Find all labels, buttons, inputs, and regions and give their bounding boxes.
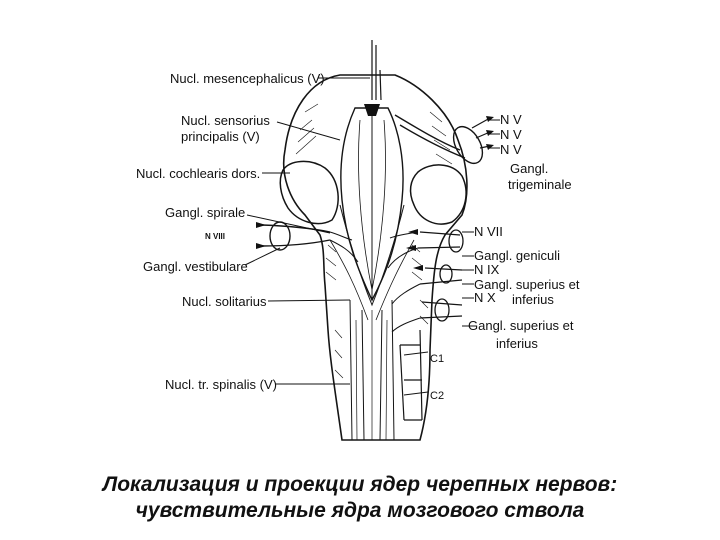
figure-caption: Локализация и проекции ядер черепных нер… [0,472,720,524]
label-c2: C2 [430,390,444,402]
label-nucl-sensorius-line1: Nucl. sensorius [181,113,270,128]
label-nucl-solitarius: Nucl. solitarius [182,294,267,309]
label-n-v-2: N V [500,127,522,142]
leader-lines [244,77,500,385]
label-c1: C1 [430,353,444,365]
caption-line-2: чувствительные ядра мозгового ствола [135,499,585,522]
label-gangl-superius-2-line2: inferius [496,336,538,351]
caption-line-1: Локализация и проекции ядер черепных нер… [102,473,618,496]
label-n-v-3: N V [500,142,522,157]
label-n-x: N X [474,290,496,305]
label-gangl-superius-2-line1: Gangl. superius et [468,318,574,333]
label-n-ix: N IX [474,262,500,277]
label-n-vii: N VII [474,224,503,239]
label-gangl-vestibulare: Gangl. vestibulare [143,259,248,274]
label-nucl-sensorius-line2: principalis (V) [181,129,260,144]
label-n-viii: N VIII [205,232,225,241]
label-n-v-1: N V [500,112,522,127]
brainstem-illustration [256,40,494,441]
label-nucl-mesencephalicus: Nucl. mesencephalicus (V) [170,71,325,86]
label-gangl-geniculi: Gangl. geniculi [474,248,560,263]
label-gangl-trigeminale-line2: trigeminale [508,177,572,192]
label-gangl-superius-1-line2: inferius [512,292,554,307]
label-nucl-cochlearis: Nucl. cochlearis dors. [136,166,260,181]
label-gangl-spirale: Gangl. spirale [165,205,245,220]
label-nucl-tr-spinalis: Nucl. tr. spinalis (V) [165,377,277,392]
label-gangl-superius-1-line1: Gangl. superius et [474,277,580,292]
label-gangl-trigeminale-line1: Gangl. [510,161,548,176]
